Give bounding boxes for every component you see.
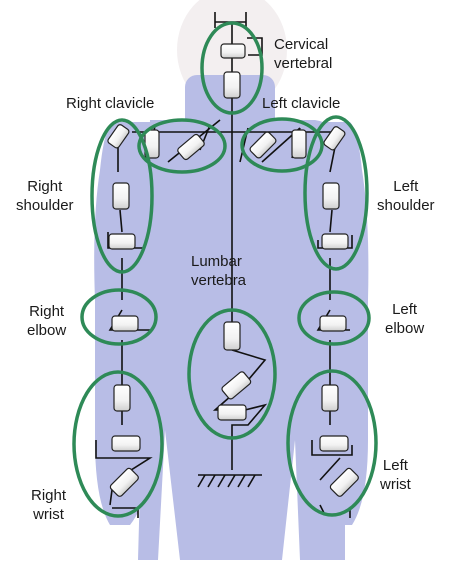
lumbar-joint-1: [223, 321, 241, 351]
left-wrist-joint-2: [319, 435, 349, 452]
label-lumbar-line2: vertebra: [191, 272, 247, 289]
label-right-shoulder-line2: shoulder: [16, 197, 74, 214]
label-left-elbow-line1: Left: [392, 301, 418, 318]
left-elbow-joint: [319, 315, 347, 332]
right-shoulder-outline: [90, 118, 154, 274]
left-shoulder-joint-2: [321, 233, 349, 250]
left-wrist-joint-1: [321, 384, 339, 412]
right-wrist-joint-1: [113, 384, 131, 412]
right-shoulder-joint-2: [108, 233, 136, 250]
label-left-shoulder: Left shoulder: [377, 177, 435, 215]
right-clavicle-outline: [137, 118, 227, 174]
joint-group-outlines: [72, 21, 378, 518]
label-lumbar: Lumbar vertebra: [191, 252, 246, 290]
lumbar-joint-2: [221, 371, 252, 400]
left-elbow-outline: [297, 290, 371, 346]
label-right-elbow: Right elbow: [27, 302, 66, 340]
label-right-shoulder: Right shoulder: [16, 177, 74, 215]
label-left-elbow: Left elbow: [385, 300, 424, 338]
left-shoulder-outline: [303, 115, 369, 271]
label-left-clavicle: Left clavicle: [262, 95, 341, 112]
label-right-wrist-line1: Right: [31, 487, 67, 504]
right-elbow-joint: [111, 315, 139, 332]
joint-cylinders: [107, 43, 359, 497]
label-right-wrist: Right wrist: [31, 486, 66, 524]
left-wrist-joint-3: [329, 467, 359, 497]
label-right-shoulder-line1: Right: [27, 178, 63, 195]
label-right-elbow-line1: Right: [29, 303, 65, 320]
label-cervical-line1: Cervical: [274, 36, 329, 53]
left-clavicle-joint-2: [291, 129, 307, 159]
label-left-wrist-line1: Left: [382, 457, 408, 474]
cervical-outline: [200, 21, 264, 115]
neck-link: [214, 12, 247, 130]
label-cervical-line2: vertebral: [274, 55, 333, 72]
right-wrist-joint-2: [111, 435, 141, 452]
right-clavicle-joint-3: [177, 133, 205, 161]
pelvis-base: [198, 455, 262, 476]
right-clavicle-joint-1: [107, 124, 130, 149]
label-right-clavicle: Right clavicle: [66, 95, 155, 112]
right-shoulder-joint: [112, 182, 130, 210]
ground: [197, 474, 256, 488]
label-left-wrist-line2: wrist: [380, 476, 411, 493]
label-left-shoulder-line1: Left: [393, 178, 419, 195]
label-left-shoulder-line2: shoulder: [377, 197, 435, 214]
cervical-joint-2: [223, 71, 241, 99]
lumbar-outline: [187, 308, 277, 440]
left-shoulder-joint: [322, 182, 340, 210]
right-elbow-outline: [80, 288, 158, 346]
label-left-wrist: Left wrist: [380, 456, 411, 494]
label-right-wrist-line2: wrist: [33, 506, 64, 523]
label-cervical: Cervical vertebral: [274, 35, 332, 73]
left-clavicle-joint-3: [323, 126, 346, 151]
lumbar-joint-3: [217, 404, 247, 421]
label-right-elbow-line2: elbow: [27, 322, 67, 339]
label-left-elbow-line2: elbow: [385, 320, 425, 337]
label-lumbar-line1: Lumbar: [191, 253, 242, 270]
left-clavicle-joint-1: [249, 131, 277, 159]
left-clavicle-outline: [240, 117, 324, 173]
cervical-joint-1: [220, 43, 246, 59]
right-wrist-outline: [72, 370, 164, 518]
right-wrist-joint-3: [109, 467, 139, 497]
left-wrist-outline: [286, 369, 378, 517]
